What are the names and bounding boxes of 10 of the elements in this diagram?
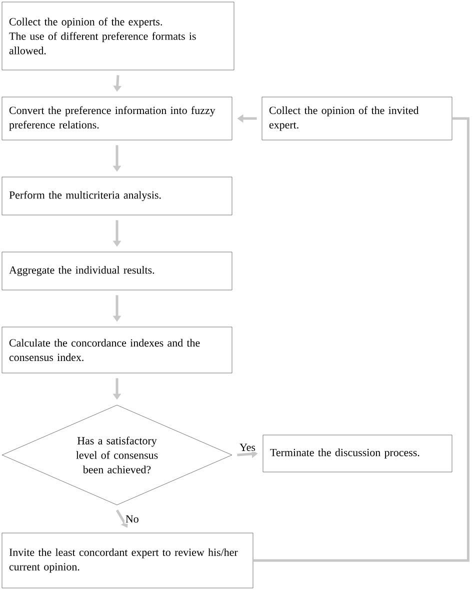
process-box: Calculate the concordance indexes and the consensus index. <box>2 326 232 374</box>
process-box: Aggregate the individual results. <box>2 252 232 290</box>
process-box: Collect the opinion of the invited expert. <box>262 96 452 140</box>
edge-label: Yes <box>238 442 256 452</box>
process-box: Invite the least concordant expert to review his/her current opinion. <box>2 532 254 588</box>
process-box: Convert the preference information into fuzzy preference relations. <box>2 96 232 140</box>
process-box: Perform the multicriteria analysis. <box>2 176 232 216</box>
process-box: Collect the opinion of the experts. The use of different preference formats is allowed. <box>2 2 234 70</box>
edge-label: No <box>124 514 140 524</box>
process-box: Terminate the discussion process. <box>262 434 452 472</box>
